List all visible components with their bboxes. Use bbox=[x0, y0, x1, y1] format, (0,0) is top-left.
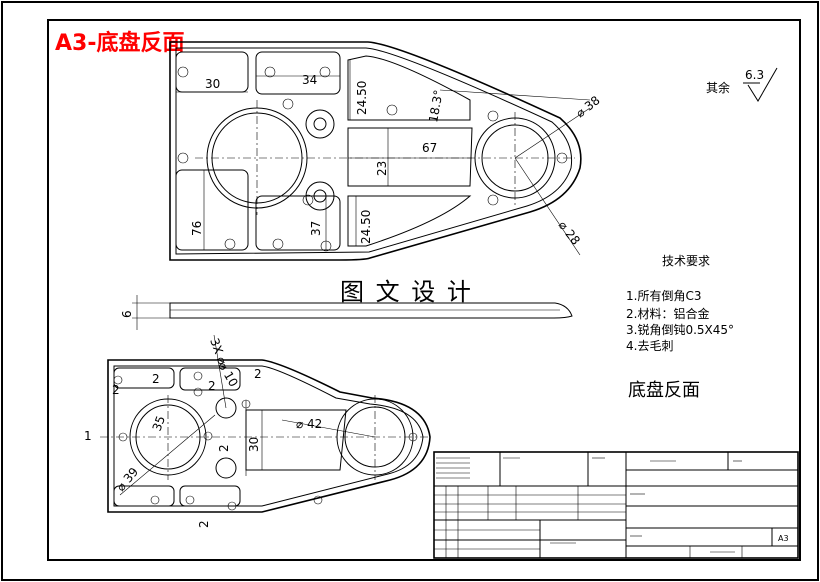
title-block: A3 bbox=[433, 451, 799, 559]
top-dim-6: 23 bbox=[375, 161, 389, 176]
top-dim-8: 37 bbox=[309, 221, 323, 236]
top-dim-0: 30 bbox=[205, 77, 220, 91]
bottom-dim-4: 2 bbox=[112, 383, 120, 397]
bottom-dim-11: 1 bbox=[84, 429, 92, 443]
top-dim-7: 76 bbox=[190, 221, 204, 236]
top-dim-2: 24.50 bbox=[355, 81, 369, 115]
tech-item-2: 3.锐角倒钝0.5X45° bbox=[626, 323, 734, 337]
bottom-dim-7: ⌀ 42 bbox=[296, 417, 322, 431]
bottom-dim-1: ⌀ 10 bbox=[215, 360, 240, 390]
tech-item-3: 4.去毛刺 bbox=[626, 339, 673, 353]
bottom-dim-3: 2 bbox=[254, 367, 262, 381]
tech-heading: 技术要求 bbox=[662, 254, 710, 268]
top-dim-5: 67 bbox=[422, 141, 437, 155]
roughness-prefix: 其余 bbox=[706, 80, 730, 95]
bottom-dim-5: 2 bbox=[208, 379, 216, 393]
drawing-title: A3-底盘反面 bbox=[55, 30, 184, 56]
top-dim-4: ⌀ 38 bbox=[573, 93, 602, 120]
side-view: 6 bbox=[120, 295, 573, 330]
inner-frame bbox=[47, 19, 801, 561]
watermark: 图 文 设 计 bbox=[340, 278, 473, 306]
bottom-dim-2: 2 bbox=[152, 372, 160, 386]
bottom-view: 3X ⌀ ⌀ 10 2 2 2 2 35 ⌀ 42 30 2 ⌀ 39 1 2 bbox=[84, 334, 431, 528]
side-dim-0: 6 bbox=[120, 310, 134, 318]
top-dim-9: 24.50 bbox=[359, 210, 373, 244]
tech-item-1: 2.材料：铝合金 bbox=[626, 306, 709, 321]
bottom-dim-10: ⌀ 39 bbox=[114, 465, 142, 494]
part-name: 底盘反面 bbox=[628, 380, 700, 401]
top-dim-1: 34 bbox=[302, 73, 317, 87]
top-dim-3: 18.3° bbox=[426, 89, 445, 124]
bottom-dim-9: 2 bbox=[217, 444, 231, 452]
tech-item-0: 1.所有倒角C3 bbox=[626, 289, 701, 303]
bottom-dim-12: 2 bbox=[197, 520, 211, 528]
bottom-dim-6: 35 bbox=[150, 414, 168, 433]
bottom-dim-8: 30 bbox=[247, 437, 261, 452]
top-view: 30 34 24.50 18.3° ⌀ 38 67 23 76 37 24.50… bbox=[169, 41, 603, 261]
title-block-scale: A3 bbox=[778, 534, 789, 543]
roughness-symbol bbox=[743, 67, 778, 102]
roughness-value: 6.3 bbox=[745, 68, 764, 82]
top-dim-10: ⌀ 28 bbox=[556, 218, 583, 247]
